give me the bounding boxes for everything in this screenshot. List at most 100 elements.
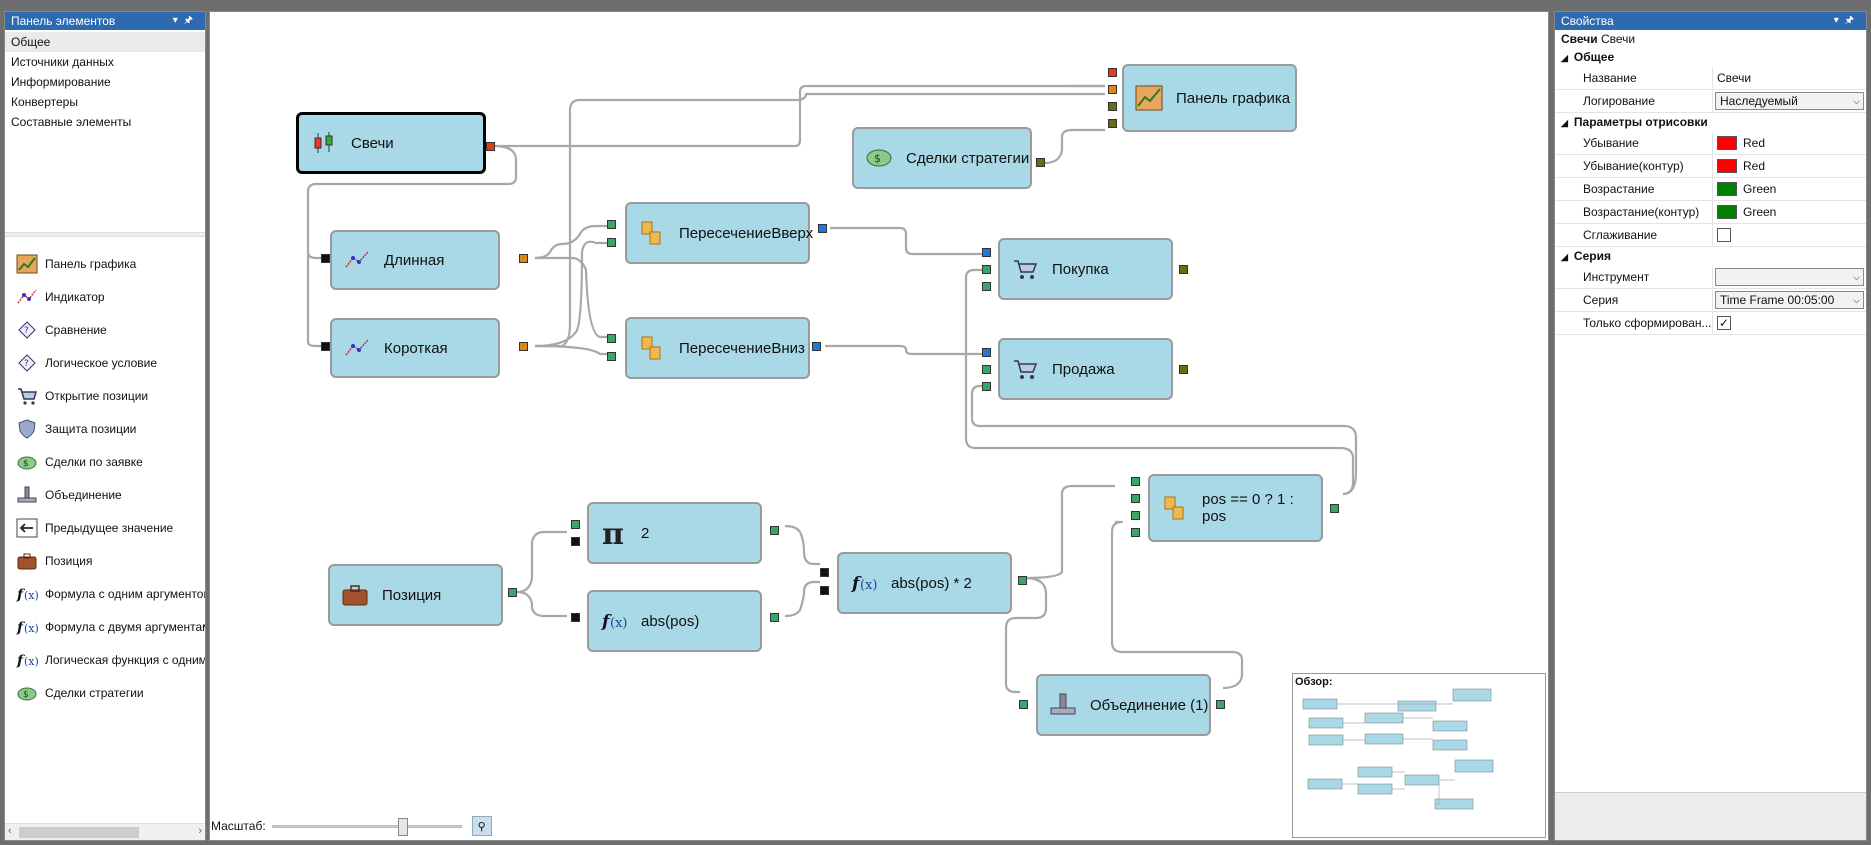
port-union-in[interactable] (1019, 700, 1028, 709)
node-long[interactable]: Длинная (330, 230, 500, 290)
port-pi-in-2[interactable] (571, 537, 580, 546)
port-long-in[interactable] (321, 254, 330, 263)
collapse-icon[interactable]: ◢ (1561, 53, 1568, 63)
zoom-slider-thumb[interactable] (397, 817, 408, 836)
port-chart-in-3[interactable] (1108, 102, 1117, 111)
port-abs-pos-in[interactable] (571, 613, 580, 622)
port-long-out[interactable] (519, 254, 528, 263)
pin-icon[interactable]: 🖈 (183, 15, 199, 26)
port-abs-pos-out[interactable] (770, 613, 779, 622)
series-dropdown[interactable]: Time Frame 00:05:00⌵ (1715, 291, 1864, 309)
node-buy[interactable]: Покупка (998, 238, 1173, 300)
port-buy-out[interactable] (1179, 265, 1188, 274)
category-composite[interactable]: Составные элементы (11, 115, 132, 129)
port-abs2-in-1[interactable] (820, 568, 829, 577)
dropdown-icon[interactable]: ▾ (1833, 15, 1845, 26)
toolbox-item-protect-position[interactable]: Защита позиции (5, 412, 205, 445)
port-sell-in-2[interactable] (982, 365, 991, 374)
toolbox-item-open-position[interactable]: Открытие позиции (5, 379, 205, 412)
port-cross-up-in-1[interactable] (607, 220, 616, 229)
port-buy-in-2[interactable] (982, 265, 991, 274)
toolbox-item-comparison[interactable]: ? Сравнение (5, 313, 205, 346)
toolbox-item-union[interactable]: Объединение (5, 478, 205, 511)
port-cross-down-in-1[interactable] (607, 334, 616, 343)
port-chart-in-2[interactable] (1108, 85, 1117, 94)
node-cross-down[interactable]: ПересечениеВниз (625, 317, 810, 379)
logging-dropdown[interactable]: Наследуемый⌵ (1715, 92, 1864, 110)
node-sell[interactable]: Продажа (998, 338, 1173, 400)
port-sell-in-3[interactable] (982, 382, 991, 391)
category-general[interactable]: Общее (5, 32, 205, 52)
node-strategy-trades[interactable]: $ Сделки стратегии (852, 127, 1032, 189)
node-abs-pos-times-two[interactable]: f(x) abs(pos) * 2 (837, 552, 1012, 614)
color-picker-down[interactable]: Red (1713, 132, 1866, 154)
port-cross-up-out[interactable] (818, 224, 827, 233)
group-general[interactable]: ◢Общее (1555, 48, 1866, 67)
node-pos-expression[interactable]: pos == 0 ? 1 : pos (1148, 474, 1323, 542)
toolbox-item-prev-value[interactable]: Предыдущее значение (5, 511, 205, 544)
port-abs2-in-2[interactable] (820, 586, 829, 595)
color-picker-up-outline[interactable]: Green (1713, 201, 1866, 223)
port-pos-expr-in-2[interactable] (1131, 494, 1140, 503)
node-pi-constant[interactable]: π 2 (587, 502, 762, 564)
port-abs2-out[interactable] (1018, 576, 1027, 585)
toolbox-item-strategy-trades[interactable]: $ Сделки стратегии (5, 676, 205, 709)
collapse-icon[interactable]: ◢ (1561, 252, 1568, 262)
node-abs-pos[interactable]: f(x) abs(pos) (587, 590, 762, 652)
only-formed-checkbox[interactable]: ✓ (1717, 316, 1731, 330)
node-short[interactable]: Короткая (330, 318, 500, 378)
toolbox-item-logic-condition[interactable]: ? Логическое условие (5, 346, 205, 379)
toolbox-item-chart-panel[interactable]: Панель графика (5, 247, 205, 280)
zoom-slider[interactable] (271, 817, 462, 836)
toolbox-item-formula-two[interactable]: f(x) Формула с двумя аргументами (5, 610, 205, 643)
toolbox-splitter[interactable] (5, 232, 205, 237)
overview-minimap[interactable]: Обзор: (1292, 673, 1546, 838)
toolbox-item-logic-function[interactable]: f(x) Логическая функция с одним (5, 643, 205, 676)
toolbox-item-order-trades[interactable]: $ Сделки по заявке (5, 445, 205, 478)
pin-icon[interactable]: 🖈 (1844, 15, 1860, 26)
port-strategy-trades-out[interactable] (1036, 158, 1045, 167)
zoom-fit-button[interactable]: ⚲ (471, 816, 492, 836)
port-candles-out[interactable] (486, 142, 495, 151)
toolbox-item-position[interactable]: Позиция (5, 544, 205, 577)
port-position-out[interactable] (508, 588, 517, 597)
port-pi-out[interactable] (770, 526, 779, 535)
toolbox-item-indicator[interactable]: Индикатор (5, 280, 205, 313)
toolbox-scrollbar[interactable]: ‹ › (5, 823, 205, 840)
dropdown-icon[interactable]: ▾ (172, 15, 184, 26)
port-pos-expr-in-4[interactable] (1131, 528, 1140, 537)
color-picker-up[interactable]: Green (1713, 178, 1866, 200)
color-picker-down-outline[interactable]: Red (1713, 155, 1866, 177)
port-sell-out[interactable] (1179, 365, 1188, 374)
port-chart-in-4[interactable] (1108, 119, 1117, 128)
port-pos-expr-in-1[interactable] (1131, 477, 1140, 486)
node-cross-up[interactable]: ПересечениеВверх (625, 202, 813, 264)
port-buy-in-1[interactable] (982, 248, 991, 257)
instrument-dropdown[interactable]: ⌵ (1715, 268, 1864, 286)
port-chart-in-1[interactable] (1108, 68, 1117, 77)
port-short-out[interactable] (519, 342, 528, 351)
port-short-in[interactable] (321, 342, 330, 351)
group-series[interactable]: ◢Серия (1555, 247, 1866, 266)
port-pos-expr-out[interactable] (1330, 504, 1339, 513)
scrollbar-thumb[interactable] (19, 827, 139, 838)
property-value-name[interactable]: Свечи (1717, 71, 1752, 85)
toolbox-item-formula-one[interactable]: f(x) Формула с одним аргументом (5, 577, 205, 610)
node-position[interactable]: Позиция (328, 564, 503, 626)
port-sell-in-1[interactable] (982, 348, 991, 357)
scroll-left-icon[interactable]: ‹ (8, 825, 12, 837)
port-pos-expr-in-3[interactable] (1131, 511, 1140, 520)
diagram-canvas[interactable]: Свечи Длинная Короткая ПересечениеВверх … (209, 11, 1549, 841)
category-notifications[interactable]: Информирование (11, 75, 111, 89)
smoothing-checkbox[interactable] (1717, 228, 1731, 242)
port-union-out[interactable] (1216, 700, 1225, 709)
scroll-right-icon[interactable]: › (198, 825, 202, 837)
port-cross-down-out[interactable] (812, 342, 821, 351)
category-converters[interactable]: Конвертеры (11, 95, 78, 109)
port-cross-down-in-2[interactable] (607, 352, 616, 361)
collapse-icon[interactable]: ◢ (1561, 118, 1568, 128)
node-union[interactable]: Объединение (1) (1036, 674, 1211, 736)
port-pi-in-1[interactable] (571, 520, 580, 529)
node-candles[interactable]: Свечи (296, 112, 486, 174)
port-buy-in-3[interactable] (982, 282, 991, 291)
